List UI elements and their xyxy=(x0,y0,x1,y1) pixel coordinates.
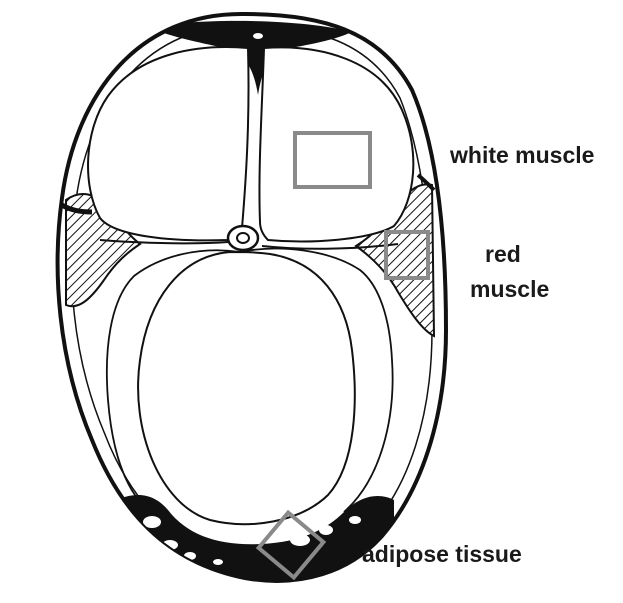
vertebra xyxy=(228,226,258,250)
red-muscle-label-line1: red xyxy=(485,241,521,267)
red-muscle-label-line2: muscle xyxy=(470,276,549,302)
body-cavity xyxy=(138,252,355,524)
adipose-tissue-label: adipose tissue xyxy=(362,541,522,567)
white-muscle-label: white muscle xyxy=(449,142,594,168)
